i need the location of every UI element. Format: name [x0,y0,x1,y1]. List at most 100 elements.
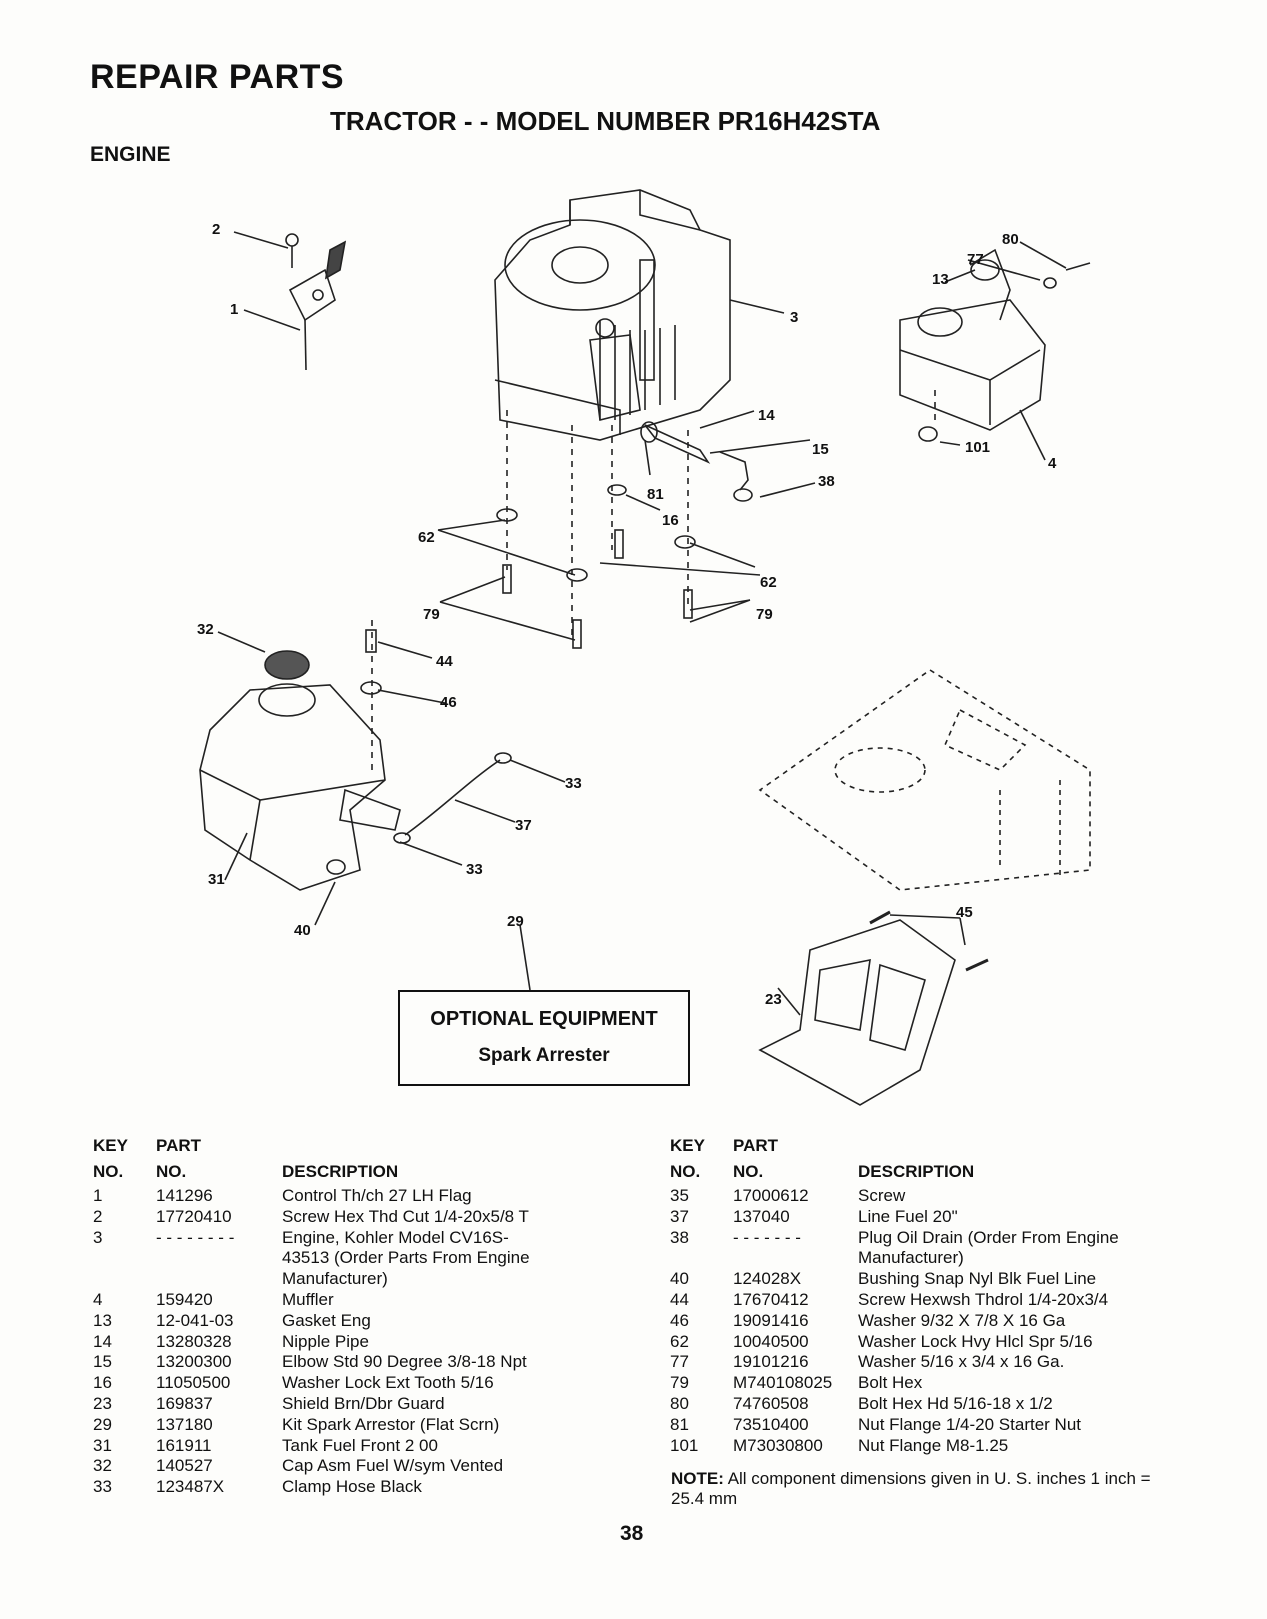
section-title: ENGINE [90,143,171,166]
part-number: 19091416 [733,1310,809,1330]
callout-79-right: 79 [756,606,773,623]
part-number: 161911 [156,1435,212,1455]
part-description: Bolt Hex Hd 5/16-18 x 1/2 [858,1393,1053,1413]
muffler-drawing [899,248,1091,442]
callout-62-right: 62 [760,574,777,591]
part-number: 140527 [156,1456,213,1476]
callout-40: 40 [294,922,311,939]
part-description: Nipple Pipe [282,1331,369,1351]
part-description: Nut Flange M8-1.25 [858,1435,1009,1455]
table-row: 3- - - - - - - -Engine, Kohler Model CV1… [93,1228,613,1290]
part-description: Bolt Hex [858,1373,923,1393]
dimensions-note: NOTE: All component dimensions given in … [671,1469,1151,1509]
model-title: TRACTOR - - MODEL NUMBER PR16H42STA [330,106,881,136]
part-description: Nut Flange 1/4-20 Starter Nut [858,1414,1082,1434]
header-key-no: NO. [93,1162,124,1181]
key-number: 15 [93,1352,112,1372]
callout-44: 44 [436,653,453,670]
callout-33-bottom: 33 [466,861,483,878]
callout-38: 38 [818,473,835,490]
part-description: Kit Spark Arrestor (Flat Scrn) [282,1414,500,1434]
part-number: - - - - - - - [733,1227,801,1247]
diagram-drawing [199,189,1091,1106]
part-description: Washer Lock Ext Tooth 5/16 [282,1373,494,1393]
callout-77: 77 [967,251,984,268]
key-number: 2 [93,1206,103,1226]
part-number: 123487X [156,1477,225,1497]
key-number: 35 [670,1186,689,1205]
page-number: 38 [620,1522,644,1545]
mount-guide-lines [371,390,936,770]
control-flag-drawing [285,233,347,371]
callout-80: 80 [1002,231,1019,248]
part-number: 13200300 [156,1352,232,1372]
spark-arrester-drawing [758,910,989,1106]
part-number: 141296 [156,1186,213,1205]
callout-13: 13 [932,271,949,288]
part-number: 159420 [156,1289,213,1309]
key-number: 31 [93,1435,112,1455]
key-number: 23 [93,1393,112,1413]
part-number: 137040 [733,1206,790,1226]
washers-bolts [496,421,753,649]
table-header: KEY NO. PART NO. DESCRIPTION [670,1136,1260,1186]
frame-drawing [758,669,1091,891]
part-number: 137180 [156,1414,213,1434]
callout-4: 4 [1048,455,1057,472]
page-title: REPAIR PARTS [90,58,345,96]
key-number: 77 [670,1352,689,1372]
header-part: PART [733,1136,779,1155]
part-number: 11050500 [156,1373,231,1393]
part-number: 124028X [733,1269,802,1289]
callout-3: 3 [790,309,799,326]
table-header: KEY NO. PART NO. DESCRIPTION [93,1136,613,1186]
part-description: Engine, Kohler Model CV16S-43513 (Order … [282,1227,530,1289]
part-number: 12-041-03 [156,1310,234,1330]
key-number: 37 [670,1206,689,1226]
optional-equipment-box: OPTIONAL EQUIPMENT Spark Arrester [398,990,690,1086]
callout-45: 45 [956,904,973,921]
part-number: 74760508 [733,1393,809,1413]
part-description: Elbow Std 90 Degree 3/8-18 Npt [282,1352,527,1372]
key-number: 81 [670,1414,689,1434]
table-row: 15 13200300 Elbow Std 90 Degree 3/8-18 Npt [93,1352,613,1373]
table-row: 38- - - - - - -Plug Oil Drain (Order Fro… [670,1228,1260,1270]
part-description: Screw Hexwsh Thdrol 1/4-20x3/4 [858,1289,1109,1309]
header-part-no: NO. [733,1162,764,1181]
key-number: 14 [93,1331,112,1351]
part-number: 17670412 [733,1289,809,1309]
callout-2: 2 [212,221,221,238]
callout-29: 29 [507,913,524,930]
callout-62-left: 62 [418,529,435,546]
key-number: 1 [93,1186,103,1205]
part-number: 13280328 [156,1331,232,1351]
callout-14: 14 [758,407,775,424]
part-description: Muffler [282,1289,334,1309]
fuel-line-drawing [326,752,512,875]
callout-23: 23 [765,991,782,1008]
part-number: 169837 [156,1393,213,1413]
key-number: 32 [93,1456,112,1476]
header-part: PART [156,1136,202,1155]
part-description: Bushing Snap Nyl Blk Fuel Line [858,1269,1097,1289]
key-number: 46 [670,1310,689,1330]
